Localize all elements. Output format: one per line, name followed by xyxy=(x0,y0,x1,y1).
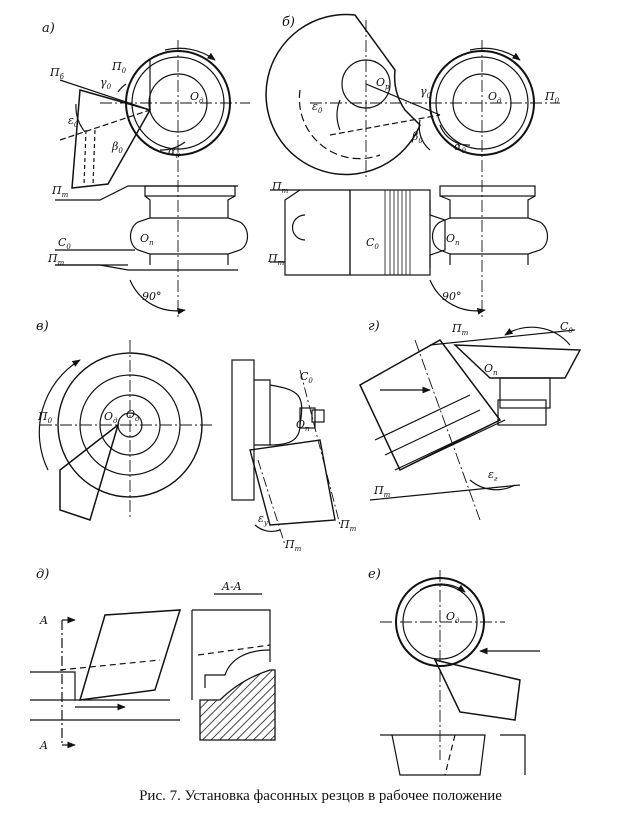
panel-c-tag: в) xyxy=(36,319,49,334)
label-c-Od2: Oд xyxy=(126,408,140,423)
label-d-Op: Oп xyxy=(484,362,498,377)
figure-drawing: а) П0 Пб γ0 ε0 β0 α0 Oд Пт C0 Oп Пт 90° … xyxy=(30,13,582,776)
label-b-Op: Oп xyxy=(446,232,460,247)
label-b-Pt2: Пт xyxy=(267,252,285,267)
panel-b xyxy=(265,13,560,320)
label-a-P0: П0 xyxy=(111,60,127,75)
label-b-alpha: α0 xyxy=(454,140,466,155)
figure-caption: Рис. 7. Установка фасонных резцов в рабо… xyxy=(139,788,502,804)
label-a-Od: Oд xyxy=(190,90,204,105)
label-a-beta: β0 xyxy=(111,140,123,155)
label-d-Pt2: Пт xyxy=(373,484,391,499)
label-a-C0: C0 xyxy=(58,236,71,251)
label-a-angle: 90° xyxy=(142,290,162,303)
panel-e xyxy=(30,593,276,749)
label-b-beta: β0 xyxy=(411,130,423,145)
panel-a xyxy=(55,40,250,320)
label-b-C0: C0 xyxy=(366,236,379,251)
label-b-gamma: γ0 xyxy=(420,85,432,100)
label-a-gamma: γ0 xyxy=(100,76,112,91)
label-d-eps: εг xyxy=(488,468,498,483)
panel-b-tag: б) xyxy=(282,15,295,30)
panel-e-tag: д) xyxy=(36,567,49,582)
label-b-eps: ε0 xyxy=(312,100,323,115)
label-b-Pt1: Пт xyxy=(271,180,289,195)
label-f-Od: Oд xyxy=(446,610,460,625)
label-b-P0: П0 xyxy=(544,90,560,105)
label-a-Pb: Пб xyxy=(49,66,65,81)
label-c-Pt1: Пт xyxy=(284,538,302,553)
panel-c xyxy=(38,340,341,546)
label-b-angle: 90° xyxy=(442,290,462,303)
panel-f xyxy=(380,570,540,776)
label-e-A-bottom: A xyxy=(39,739,48,752)
panel-d xyxy=(359,326,582,521)
label-c-Pt2: Пт xyxy=(339,518,357,533)
label-a-Pt1: Пт xyxy=(51,184,69,199)
label-b-Or: Oр xyxy=(376,76,390,91)
label-b-Od: Oд xyxy=(488,90,502,105)
label-c-eps: εу xyxy=(258,512,269,527)
label-a-Op: Oп xyxy=(140,232,154,247)
label-a-Pt2: Пт xyxy=(47,252,65,267)
label-a-alpha: α0 xyxy=(168,145,180,160)
label-c-Od1: Oд xyxy=(104,410,118,425)
panel-d-tag: г) xyxy=(368,319,380,334)
label-e-A-top: A xyxy=(39,614,48,627)
label-c-C0: C0 xyxy=(300,370,313,385)
label-d-C0: C0 xyxy=(560,320,573,335)
panel-f-tag: е) xyxy=(368,567,381,582)
label-c-Op: Oп xyxy=(296,418,310,433)
label-c-P0: П0 xyxy=(37,410,53,425)
panel-a-tag: а) xyxy=(42,21,55,36)
label-a-eps: ε0 xyxy=(68,114,79,129)
section-label: A-A xyxy=(221,580,242,593)
label-d-Pt1: Пт xyxy=(451,322,469,337)
